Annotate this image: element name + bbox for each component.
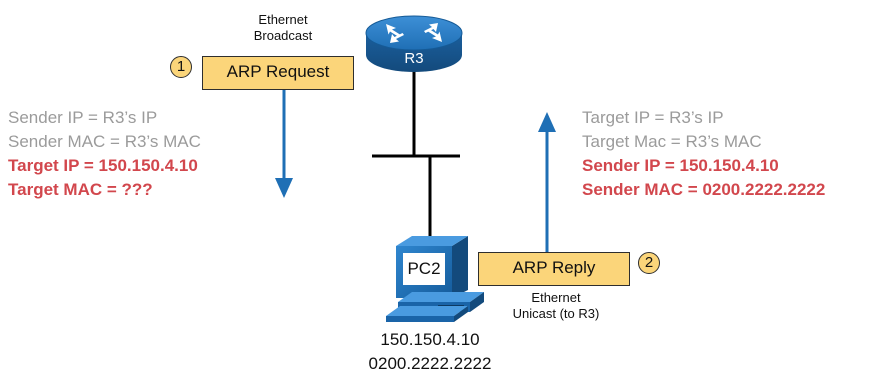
arp-reply-box: ARP Reply xyxy=(478,252,630,286)
step-2-badge: 2 xyxy=(638,252,660,274)
request-sender-mac: Sender MAC = R3’s MAC xyxy=(8,132,201,151)
router-label: R3 xyxy=(404,50,424,67)
request-frame-type-line2: Broadcast xyxy=(253,28,313,43)
reply-arrow xyxy=(538,112,556,252)
pc-icon xyxy=(386,236,484,322)
pc-ip-address: 150.150.4.10 xyxy=(380,330,480,349)
request-frame-type: Ethernet Broadcast xyxy=(228,12,338,44)
request-sender-ip: Sender IP = R3’s IP xyxy=(8,108,158,127)
request-fields: Sender IP = R3’s IP Sender MAC = R3’s MA… xyxy=(8,106,201,202)
step-1-badge: 1 xyxy=(170,56,192,78)
request-target-mac: Target MAC = ??? xyxy=(8,180,153,199)
request-frame-type-line1: Ethernet xyxy=(258,12,308,27)
arp-request-box: ARP Request xyxy=(202,56,354,90)
request-target-ip: Target IP = 150.150.4.10 xyxy=(8,156,198,175)
reply-fields: Target IP = R3’s IP Target Mac = R3’s MA… xyxy=(582,106,825,202)
reply-sender-mac: Sender MAC = 0200.2222.2222 xyxy=(582,180,826,199)
reply-sender-ip: Sender IP = 150.150.4.10 xyxy=(582,156,779,175)
router-icon xyxy=(365,15,463,72)
pc-mac-address: 0200.2222.2222 xyxy=(368,354,492,373)
request-arrow xyxy=(275,90,293,198)
reply-target-mac: Target Mac = R3’s MAC xyxy=(582,132,762,151)
reply-frame-type-line2: Unicast (to R3) xyxy=(512,306,600,321)
pc-addresses: 150.150.4.10 0200.2222.2222 xyxy=(350,328,510,376)
reply-frame-type: Ethernet Unicast (to R3) xyxy=(488,290,624,322)
pc-label: PC2 xyxy=(407,259,441,278)
reply-frame-type-line1: Ethernet xyxy=(531,290,581,305)
reply-target-ip: Target IP = R3’s IP xyxy=(582,108,724,127)
